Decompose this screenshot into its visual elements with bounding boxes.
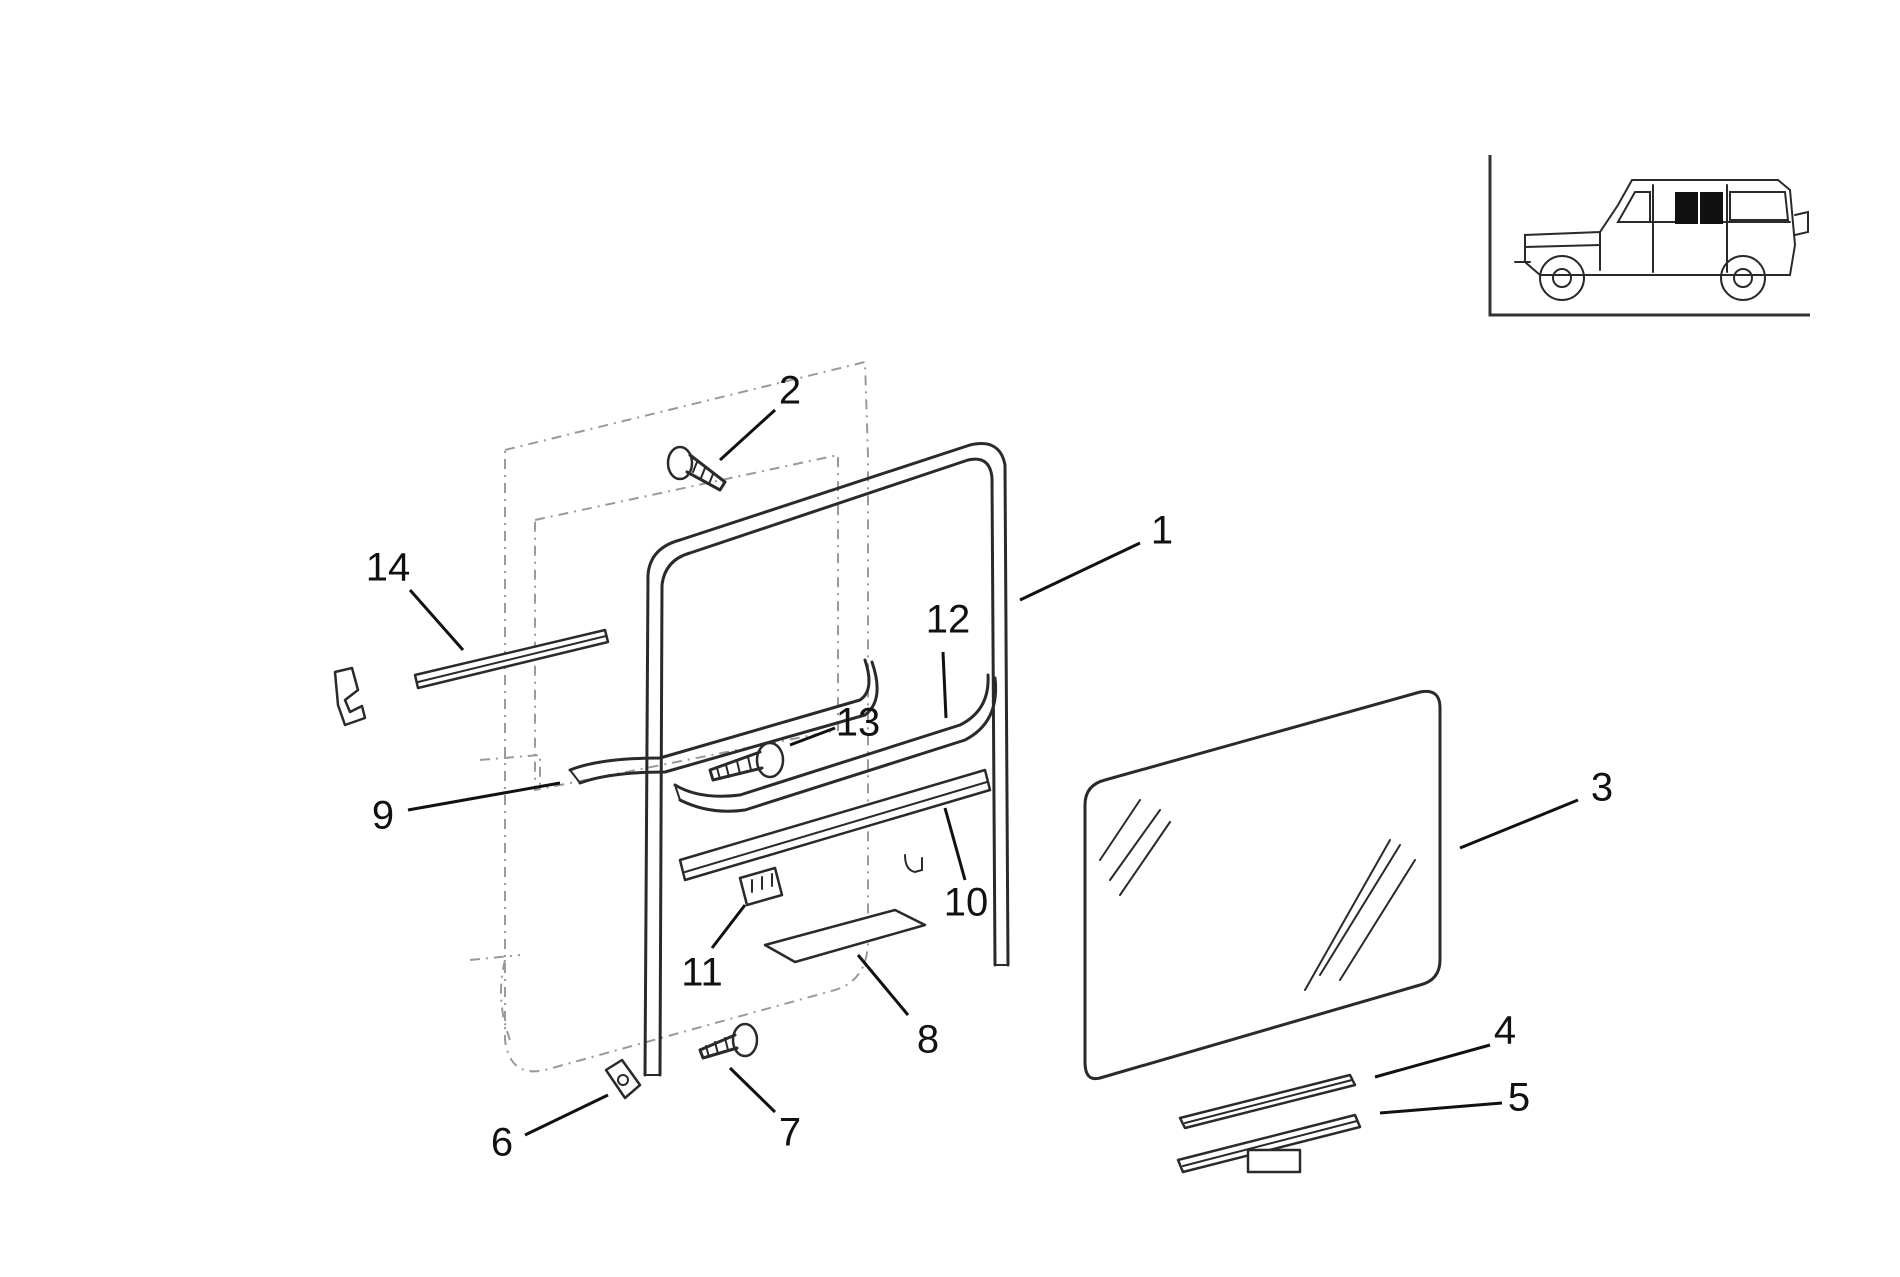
door-outline-ghost [469, 360, 869, 1073]
leader-lines [407, 408, 1579, 1137]
leader-9 [407, 781, 561, 812]
leader-11 [710, 904, 747, 949]
leader-13 [789, 726, 836, 747]
leader-4 [1374, 1043, 1491, 1079]
callout-10: 10 [944, 881, 989, 925]
part-8-trim-strip [763, 908, 927, 964]
callout-12: 12 [926, 598, 971, 642]
part-1-window-seal [643, 442, 1010, 1077]
part-2-screw [666, 445, 727, 492]
callout-8: 8 [917, 1018, 939, 1062]
leader-14 [408, 589, 465, 651]
part-4-rail [1178, 1073, 1357, 1130]
part-14-rail-strip [333, 628, 610, 727]
callout-labels: 1 2 3 4 5 6 7 8 9 10 11 12 13 14 [366, 369, 1613, 1165]
part-13-screw [708, 741, 785, 782]
callout-13: 13 [836, 701, 881, 745]
leader-8 [856, 954, 910, 1016]
callout-9: 9 [372, 794, 394, 838]
leader-1 [1019, 541, 1141, 602]
callout-5: 5 [1508, 1076, 1530, 1120]
leader-2 [718, 408, 777, 462]
part-5-rail [1176, 1113, 1362, 1174]
part-6-clip [604, 1058, 642, 1100]
leader-10 [943, 807, 967, 881]
vehicle-locator-inset [1488, 155, 1810, 317]
callout-3: 3 [1591, 766, 1613, 810]
part-11-latch [738, 866, 784, 907]
callout-6: 6 [491, 1121, 513, 1165]
part-3-glass-pane [1083, 689, 1442, 1081]
leader-7 [728, 1066, 777, 1114]
vehicle-side-view [1514, 179, 1809, 301]
callout-11: 11 [681, 951, 723, 995]
callout-7: 7 [779, 1111, 801, 1155]
leader-12 [941, 651, 948, 719]
part-9-interior-trim [568, 658, 879, 785]
leader-6 [524, 1093, 609, 1137]
leader-5 [1379, 1101, 1503, 1115]
callout-14: 14 [366, 546, 411, 590]
callout-1: 1 [1151, 509, 1173, 553]
leader-3 [1459, 798, 1579, 850]
part-12-interior-trim [673, 673, 998, 813]
callout-4: 4 [1494, 1009, 1516, 1053]
part-10-channel-rail [678, 768, 992, 882]
callout-2: 2 [779, 369, 801, 413]
part-7-screw [698, 1022, 759, 1060]
